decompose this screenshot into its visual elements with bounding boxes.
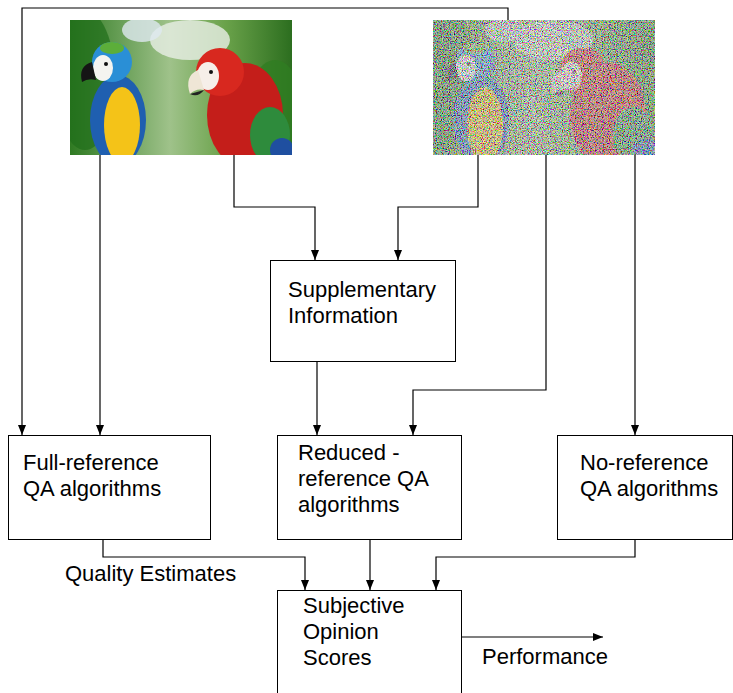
flow-arrow <box>316 362 317 435</box>
box-label: Full-reference QA algorithms <box>23 450 178 502</box>
process-box: Subjective Opinion Scores <box>277 590 462 693</box>
feed-line <box>234 155 315 260</box>
process-box: Reduced - reference QA algorithms <box>277 435 462 540</box>
feed-line <box>634 155 635 435</box>
process-box: No-reference QA algorithms <box>557 435 733 540</box>
distorted-image <box>418 10 668 180</box>
output-label: Performance <box>482 644 608 669</box>
box-label: Supplementary Information <box>288 277 447 329</box>
parrot-photo <box>55 10 305 180</box>
feed-line <box>22 8 508 435</box>
edge-label: Quality Estimates <box>65 561 236 586</box>
box-label: Reduced - reference QA algorithms <box>298 440 448 518</box>
process-box: Full-reference QA algorithms <box>8 435 211 540</box>
feed-line <box>99 155 100 435</box>
flow-arrow <box>369 540 370 590</box>
box-label: Subjective Opinion Scores <box>303 593 428 671</box>
noise-overlay <box>433 20 655 155</box>
reference-image <box>55 10 305 180</box>
image-feeds <box>22 8 635 637</box>
parrot-photo <box>418 10 668 180</box>
process-box: Supplementary Information <box>270 260 456 362</box>
flow-arrow <box>436 540 635 590</box>
feed-line <box>398 155 478 260</box>
output-arrow <box>462 636 603 637</box>
box-label: No-reference QA algorithms <box>580 450 724 502</box>
